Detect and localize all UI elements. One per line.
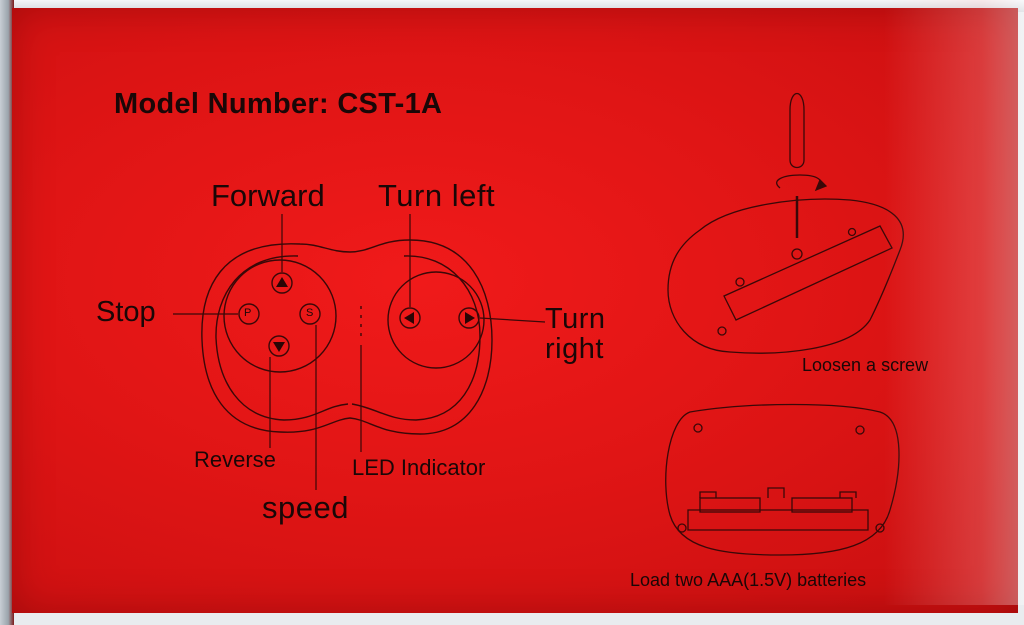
- stop-label: Stop: [96, 296, 156, 328]
- model-number-title: Model Number: CST-1A: [114, 88, 443, 120]
- battery-slot: [687, 509, 869, 531]
- speed-label: speed: [262, 490, 349, 525]
- button-p-text: P: [244, 307, 252, 319]
- turn-left-button: [399, 307, 421, 329]
- battery-compartment-diagram: [665, 403, 900, 556]
- reverse-label: Reverse: [194, 447, 276, 472]
- loosen-screw-diagram: [667, 92, 904, 354]
- remote-back-outline: [667, 198, 904, 354]
- forward-button: [271, 272, 293, 294]
- rotation-arrow-icon: [776, 174, 822, 191]
- led-indicator-label: LED Indicator: [352, 455, 486, 480]
- load-batteries-caption: Load two AAA(1.5V) batteries: [630, 570, 867, 590]
- battery-cover: [723, 225, 893, 321]
- reverse-button: [268, 335, 290, 357]
- turn-right-label: Turn right: [545, 303, 606, 365]
- left-arrow-icon: [404, 312, 414, 324]
- up-arrow-icon: [276, 277, 288, 287]
- button-s-text: S: [306, 307, 314, 319]
- controller-inner-right: [351, 255, 481, 421]
- speed-button: [299, 303, 321, 325]
- compartment-outline: [665, 403, 900, 556]
- right-arrow-icon: [465, 312, 475, 324]
- controller-outline: [201, 239, 493, 435]
- loosen-screw-caption: Loosen a screw: [802, 355, 929, 375]
- screwdriver-icon: [789, 92, 805, 169]
- turn-right-button: [458, 307, 480, 329]
- controller-inner-left: [215, 255, 349, 421]
- forward-label: Forward: [211, 178, 325, 213]
- down-arrow-icon: [273, 342, 285, 352]
- box-left-edge: [0, 0, 14, 625]
- right-pad-circle: [387, 271, 485, 369]
- turn-right-leader: [479, 317, 546, 323]
- stop-button: [238, 303, 260, 325]
- left-pad-circle: [223, 259, 337, 373]
- turn-left-label: Turn left: [378, 178, 496, 213]
